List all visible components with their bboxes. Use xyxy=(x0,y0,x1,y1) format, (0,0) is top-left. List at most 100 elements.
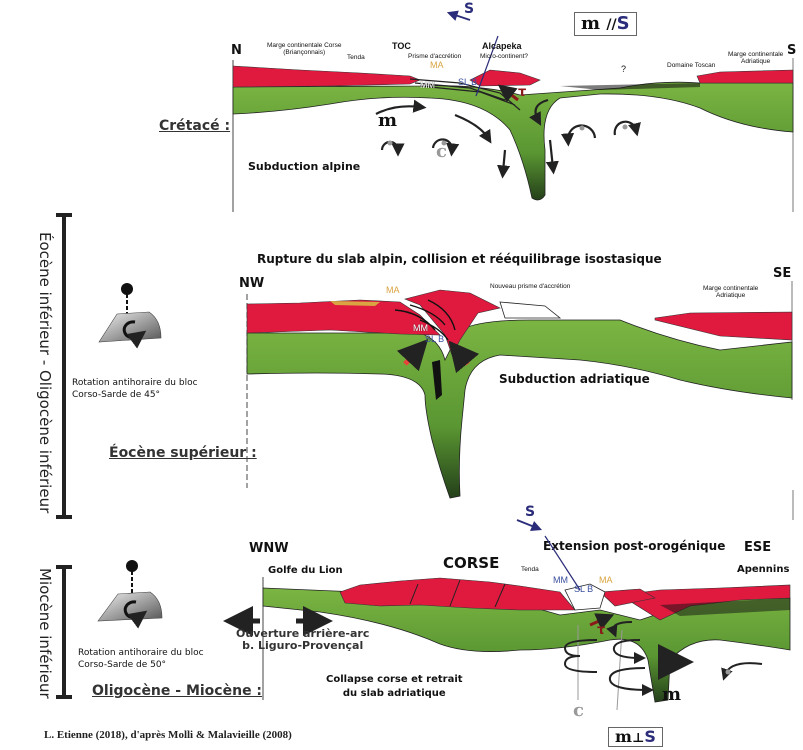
mantle-flow-arrows xyxy=(375,98,641,179)
caption-subduction-adriatique: Subduction adriatique xyxy=(499,372,650,386)
relation-s: S xyxy=(616,13,630,34)
sediment-band xyxy=(560,83,700,90)
label-ma: MA xyxy=(386,285,400,295)
continental-crust-central xyxy=(599,588,656,607)
continental-crust-adriatic xyxy=(654,311,793,341)
label-ouverture-line2: b. Liguro-Provençal xyxy=(242,638,364,652)
label-marge-adriatique: Marge continentale Adriatique xyxy=(728,51,783,66)
direction-north: N xyxy=(231,43,242,58)
normal-faults xyxy=(409,579,506,608)
label-flow-m: m xyxy=(378,110,398,131)
label-mm: MM xyxy=(413,323,428,333)
label-flow-c: c xyxy=(436,141,447,162)
direction-south: S xyxy=(787,43,797,58)
flow-centers xyxy=(387,124,628,146)
label-marge-corse-line2: (Briançonnais) xyxy=(283,49,326,57)
sediment-band xyxy=(660,598,790,616)
label-golfe-du-lion: Golfe du Lion xyxy=(268,565,343,576)
label-ouverture: Ouverture arrière-arc b. Liguro-Provença… xyxy=(236,628,369,651)
slab-break xyxy=(432,360,442,400)
label-flow-c: c xyxy=(573,700,584,721)
label-corse: CORSE xyxy=(443,554,500,572)
rotation-caption-45: Rotation antihoraire du bloc Corso-Sarde… xyxy=(72,377,198,401)
stage-label-cretace: Crétacé : xyxy=(159,118,231,134)
caption-subduction-alpine: Subduction alpine xyxy=(248,160,361,173)
timeline-label-eocene-oligocene: Éocène inférieur - Oligocène inférieur xyxy=(36,232,54,514)
stage-label-oligo-miocene: Oligocène - Miocène : xyxy=(92,683,263,699)
relation-symbol: ⊥ xyxy=(631,731,645,746)
rotation-caption-45-line1: Rotation antihoraire du bloc xyxy=(72,378,198,388)
label-marge-adriatique-line2: Adriatique xyxy=(716,292,746,300)
label-ma: MA xyxy=(430,60,444,70)
push-arrow-right xyxy=(448,340,480,374)
push-arrow-left xyxy=(396,339,429,372)
stress-axis-line xyxy=(475,35,499,97)
flow-center xyxy=(725,669,731,675)
label-slb: SL B xyxy=(574,584,594,594)
ophiolite-ma xyxy=(330,301,380,306)
label-marge-corse: Marge continentale Corse (Briançonnais) xyxy=(267,42,341,57)
label-prisme: Prisme d'accrétion xyxy=(408,53,462,60)
caption-collapse-line2: du slab adriatique xyxy=(342,687,446,699)
label-ma: MA xyxy=(599,575,613,585)
timeline-label-miocene: Miocène inférieur xyxy=(36,568,54,699)
label-mm: MM xyxy=(420,80,435,90)
relation-m: m xyxy=(615,727,632,746)
relation-s: S xyxy=(644,727,656,746)
label-flow-m: m xyxy=(662,684,682,705)
mantle-lithosphere xyxy=(232,81,794,201)
continental-crust-corse xyxy=(339,577,576,611)
panel-title-eocene: Rupture du slab alpin, collision et rééq… xyxy=(257,252,662,266)
label-ouverture-line1: Ouverture arrière-arc xyxy=(236,627,370,640)
figure-credit: L. Etienne (2018), d'après Molli & Malav… xyxy=(44,729,292,741)
label-toc: TOC xyxy=(392,41,411,51)
label-mm: MM xyxy=(553,575,568,585)
ophiolite-melange xyxy=(564,583,606,611)
direction-ese: ESE xyxy=(744,540,772,555)
relation-box-m-parallel-s: m //S xyxy=(574,12,637,36)
label-stress-s: S xyxy=(464,1,475,17)
panel-title-extension: Extension post-orogénique xyxy=(543,539,726,553)
direction-se: SE xyxy=(773,266,792,281)
timeline-bar-eocene-oligocene xyxy=(56,213,72,519)
direction-wnw: WNW xyxy=(249,541,289,556)
relation-m: m xyxy=(581,13,601,34)
rotation-caption-45-line2: Corso-Sarde de 45° xyxy=(72,390,161,401)
label-tau: τ xyxy=(597,623,606,638)
cross-section-cretace xyxy=(232,10,794,212)
label-marge-adriatique-line2: Adriatique xyxy=(741,58,771,66)
new-accretion-prism xyxy=(499,301,562,319)
stress-arrow xyxy=(516,519,543,532)
nappe-stack xyxy=(394,299,456,341)
rotation-block-icon-45 xyxy=(98,283,162,349)
relation-box-m-perp-s: m⊥S xyxy=(608,727,663,748)
label-alcapeka: Alcapeka xyxy=(482,41,522,51)
label-marge-adriatique: Marge continentale Adriatique xyxy=(703,285,758,300)
label-nouveau-prisme: Nouveau prisme d'accrétion xyxy=(490,283,571,290)
cross-section-eocene xyxy=(246,281,793,499)
relation-symbol: // xyxy=(606,17,617,33)
mantle-lithosphere xyxy=(246,319,793,499)
label-slb: SL B xyxy=(425,334,445,344)
label-marge-adriatique-line1: Marge continentale xyxy=(703,285,759,292)
label-question-mark: ? xyxy=(621,64,627,74)
label-marge-adriatique-line1: Marge continentale xyxy=(728,51,784,58)
timeline-bar-miocene xyxy=(56,565,72,699)
caption-collapse-line1: Collapse corse et retrait xyxy=(326,674,463,685)
label-stress-s: S xyxy=(525,504,536,520)
label-micro-continent: Micro-continent? xyxy=(480,53,529,60)
label-tau: τ xyxy=(518,85,527,100)
rotation-caption-50-line2: Corso-Sarde de 50° xyxy=(78,660,167,671)
label-marge-corse-line1: Marge continentale Corse xyxy=(267,42,342,49)
stress-arrow xyxy=(446,10,471,21)
label-apennins: Apennins xyxy=(737,564,790,575)
rotation-caption-50-line1: Rotation antihoraire du bloc xyxy=(78,648,204,658)
stress-axis-line xyxy=(544,535,581,591)
continental-crust-adriatic xyxy=(696,69,794,84)
label-domaine-toscan: Domaine Toscan xyxy=(667,62,716,69)
stage-label-eocene: Éocène supérieur : xyxy=(109,445,257,461)
rotation-caption-50: Rotation antihoraire du bloc Corso-Sarde… xyxy=(78,647,204,671)
tau-arrow xyxy=(589,613,615,630)
tau-arrow xyxy=(497,84,519,103)
